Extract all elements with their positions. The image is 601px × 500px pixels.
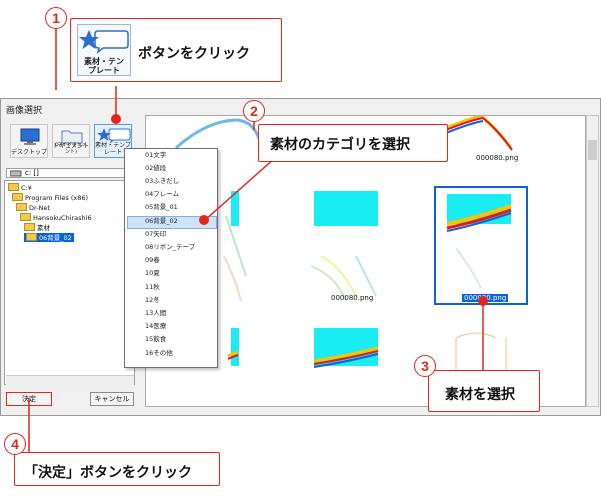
star-bubble-icon bbox=[97, 128, 131, 143]
thumbnail-sky bbox=[231, 191, 239, 226]
dropdown-item[interactable]: 05背景_01 bbox=[145, 203, 178, 211]
folder-icon bbox=[12, 193, 23, 201]
callout-dot bbox=[199, 215, 209, 225]
dropdown-item[interactable]: 14医療 bbox=[145, 322, 167, 330]
dropdown-item[interactable]: 07矢印 bbox=[145, 230, 167, 238]
step-number-4: 4 bbox=[4, 433, 26, 455]
folder-icon bbox=[8, 183, 19, 191]
folder-icon bbox=[24, 223, 35, 231]
scrollbar-thumb[interactable] bbox=[588, 140, 597, 160]
materials-label: 素材・テンプレート bbox=[95, 142, 131, 156]
callout-step2 bbox=[258, 124, 448, 162]
drive-value: c: [] bbox=[25, 169, 39, 177]
dropdown-item[interactable]: 13人間 bbox=[145, 309, 167, 317]
desktop-icon bbox=[20, 128, 40, 145]
dropdown-item[interactable]: 08リボン_テープ bbox=[145, 243, 196, 251]
dialog-title: 画像選択 bbox=[6, 106, 43, 116]
callout-dot bbox=[111, 114, 121, 124]
thumbnail-filename: 000080.png bbox=[476, 154, 519, 162]
tree-item[interactable]: Program Files (x86) bbox=[12, 193, 88, 202]
tree-item[interactable]: C:¥ bbox=[8, 183, 32, 192]
folder-icon bbox=[16, 203, 27, 211]
callout-dot bbox=[478, 296, 488, 306]
desktop-button[interactable]: デスクトップ bbox=[10, 124, 48, 158]
dropdown-item[interactable]: 02値段 bbox=[145, 164, 167, 172]
dropdown-item[interactable]: 16その他 bbox=[145, 349, 173, 357]
tree-item-selected[interactable]: 06背景_02 bbox=[24, 233, 74, 242]
selected-thumbnail[interactable] bbox=[434, 186, 528, 305]
dropdown-item[interactable]: 03ふきだし bbox=[145, 177, 180, 185]
dropdown-item[interactable]: 10夏 bbox=[145, 269, 160, 277]
thumbnail-panel[interactable]: 000080.png 000080.png 000080.png bbox=[145, 115, 586, 407]
callout-step4-text: 「決定」ボタンをクリック bbox=[24, 464, 192, 480]
step-number-2: 2 bbox=[243, 100, 265, 122]
dropdown-selected-highlight bbox=[127, 216, 217, 229]
folder-tree[interactable]: C:¥ Program Files (x86) Dr-Net HansokuCh… bbox=[4, 180, 135, 385]
step-number-1: 1 bbox=[45, 7, 67, 29]
dropdown-item[interactable]: 11秋 bbox=[145, 283, 160, 291]
desktop-label: デスクトップ bbox=[11, 149, 48, 156]
step-number-3: 3 bbox=[414, 355, 436, 377]
dropdown-item[interactable]: 15飲食 bbox=[145, 335, 167, 343]
materials-templates-button[interactable]: 素材・テンプレート bbox=[94, 124, 132, 158]
thumbnail-sky bbox=[314, 191, 378, 226]
dropdown-item[interactable]: 04フレーム bbox=[145, 190, 180, 198]
thumbnail-sky bbox=[231, 328, 239, 366]
dropdown-item[interactable]: 12冬 bbox=[145, 296, 160, 304]
star-bubble-icon bbox=[79, 30, 129, 54]
tree-horizontal-scrollbar[interactable] bbox=[6, 375, 134, 385]
callout-step3-text: 素材を選択 bbox=[445, 386, 515, 402]
drive-icon bbox=[10, 170, 22, 177]
thumbnail-filename: 000080.png bbox=[331, 294, 374, 302]
materials-button-illustration: 素材・テンプレート bbox=[77, 24, 131, 76]
tree-item[interactable]: Dr-Net bbox=[16, 203, 50, 212]
callout-step3 bbox=[428, 370, 540, 412]
callout-step4 bbox=[14, 452, 220, 486]
tree-item[interactable]: 素材 bbox=[24, 223, 50, 232]
thumbnail-image bbox=[446, 204, 512, 289]
documents-button[interactable]: ドキュメント (マイドキュメント) bbox=[52, 124, 90, 158]
documents-label: ドキュメント bbox=[53, 143, 90, 150]
cancel-button[interactable]: キャンセル bbox=[90, 392, 134, 406]
folder-icon bbox=[20, 213, 31, 221]
dropdown-item[interactable]: 09春 bbox=[145, 256, 160, 264]
callout-step2-text: 素材のカテゴリを選択 bbox=[270, 136, 410, 152]
materials-button-illustration-label: 素材・テンプレート bbox=[84, 57, 124, 75]
callout-step1-text: ボタンをクリック bbox=[138, 45, 250, 61]
folder-open-icon bbox=[26, 233, 37, 241]
thumbnail-vertical-scrollbar[interactable] bbox=[586, 115, 599, 407]
folder-icon bbox=[61, 130, 83, 144]
dropdown-item[interactable]: 01文字 bbox=[145, 151, 167, 159]
dropdown-item-selected[interactable]: 06背景_02 bbox=[145, 217, 178, 225]
thumbnail-ribbon bbox=[227, 346, 379, 368]
category-dropdown[interactable]: 01文字 02値段 03ふきだし 04フレーム 05背景_01 06背景_02 … bbox=[124, 148, 218, 368]
documents-sublabel: (マイドキュメント) bbox=[55, 142, 87, 155]
tree-item[interactable]: HansokuChirashi6 bbox=[20, 213, 92, 222]
